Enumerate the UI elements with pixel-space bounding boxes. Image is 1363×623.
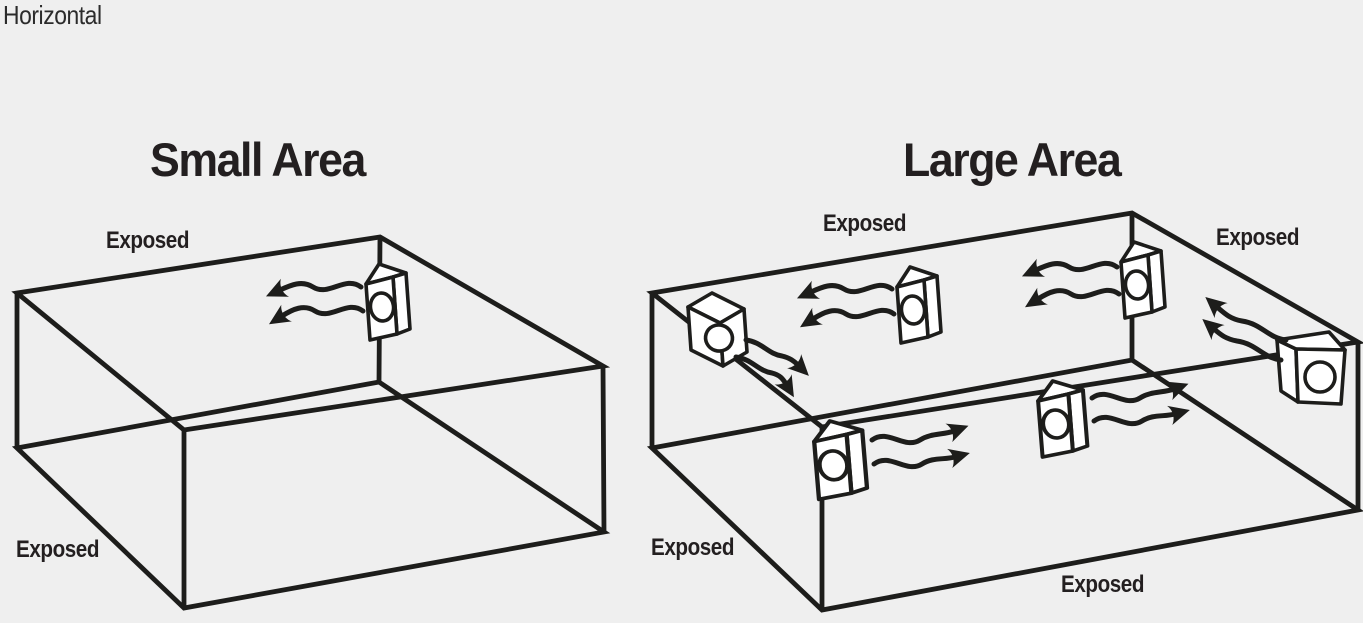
small-room-vertical-edges [14,236,607,608]
small-room-bottom-rim [11,379,611,611]
large-area-room-wireframe [646,210,1363,613]
large-area-title: Large Area [903,133,1122,186]
small-area-device [364,262,412,342]
large-area-right-wall-device [1275,330,1347,406]
large-area-exposed-label-top-left: Exposed [823,210,907,237]
large-area-corner-wall-device [1119,240,1167,320]
small-area-exposed-label-top: Exposed [106,227,190,254]
large-area-left-corner-device [686,291,749,368]
large-area-exposed-label-bottom-center: Exposed [1061,571,1145,598]
large-area-front-wall-device-2 [1038,381,1087,457]
horizontal-orientation-label: Horizontal [3,0,102,30]
small-area-title: Small Area [150,133,366,186]
large-area-exposed-label-top-right: Exposed [1216,224,1300,251]
small-room-top-rim [11,234,611,433]
large-area-front-wall-device-1 [814,421,867,499]
small-area-exposed-label-bottom: Exposed [16,536,100,563]
large-area-exposed-label-bottom-left: Exposed [651,534,735,561]
large-area-back-wall-device [895,265,943,345]
small-area-room-wireframe [11,234,611,611]
sound-projection-arrows [265,258,1289,470]
